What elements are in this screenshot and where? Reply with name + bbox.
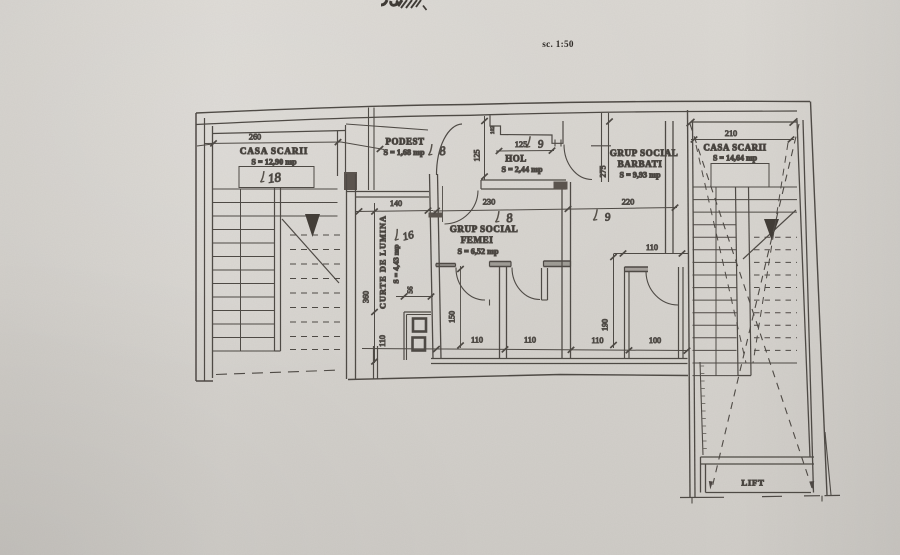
svg-text:110: 110	[471, 336, 483, 345]
svg-text:150: 150	[448, 311, 457, 323]
svg-text:S = 9,93 mp: S = 9,93 mp	[619, 171, 661, 180]
svg-text:210: 210	[725, 129, 737, 138]
svg-text:275: 275	[599, 166, 608, 178]
svg-text:18: 18	[267, 169, 282, 186]
svg-text:190: 190	[601, 319, 610, 331]
svg-text:LIFT: LIFT	[741, 478, 764, 488]
svg-text:BARBATI: BARBATI	[618, 159, 663, 169]
svg-text:S = 6,52 mp: S = 6,52 mp	[457, 247, 499, 256]
svg-text:CASA SCARII: CASA SCARII	[240, 147, 308, 157]
svg-text:S = 1,68 mp: S = 1,68 mp	[383, 148, 425, 157]
svg-text:S = 4,43 mp: S = 4,43 mp	[392, 244, 401, 284]
svg-text:125: 125	[473, 150, 482, 162]
svg-text:S = 14,64 mp: S = 14,64 mp	[713, 154, 758, 163]
svg-text:110: 110	[524, 336, 536, 345]
svg-text:CURTE DE LUMINA: CURTE DE LUMINA	[379, 215, 388, 309]
svg-text:GRUP SOCIAL: GRUP SOCIAL	[610, 148, 679, 158]
svg-text:S = 12,90 mp: S = 12,90 mp	[251, 158, 297, 167]
svg-text:110: 110	[592, 336, 604, 345]
svg-text:230: 230	[483, 198, 496, 207]
svg-text:140: 140	[390, 199, 402, 208]
svg-text:56: 56	[407, 286, 415, 294]
svg-text:125: 125	[515, 140, 528, 149]
svg-text:FEMEI: FEMEI	[461, 235, 494, 245]
svg-text:sc. 1:50: sc. 1:50	[542, 39, 574, 49]
svg-text:110: 110	[378, 335, 387, 347]
svg-text:260: 260	[249, 133, 261, 142]
svg-text:GRUP SOCIAL: GRUP SOCIAL	[450, 224, 519, 234]
svg-text:110: 110	[646, 243, 658, 252]
svg-text:360: 360	[362, 291, 371, 303]
svg-text:S = 2,44 mp: S = 2,44 mp	[501, 165, 543, 174]
svg-text:100: 100	[649, 336, 661, 345]
svg-text:220: 220	[622, 198, 635, 207]
svg-text:PODEST: PODEST	[385, 137, 424, 147]
svg-text:CASA SCARII: CASA SCARII	[703, 143, 766, 153]
svg-text:102: 102	[490, 126, 496, 135]
svg-text:HOL: HOL	[505, 154, 527, 164]
